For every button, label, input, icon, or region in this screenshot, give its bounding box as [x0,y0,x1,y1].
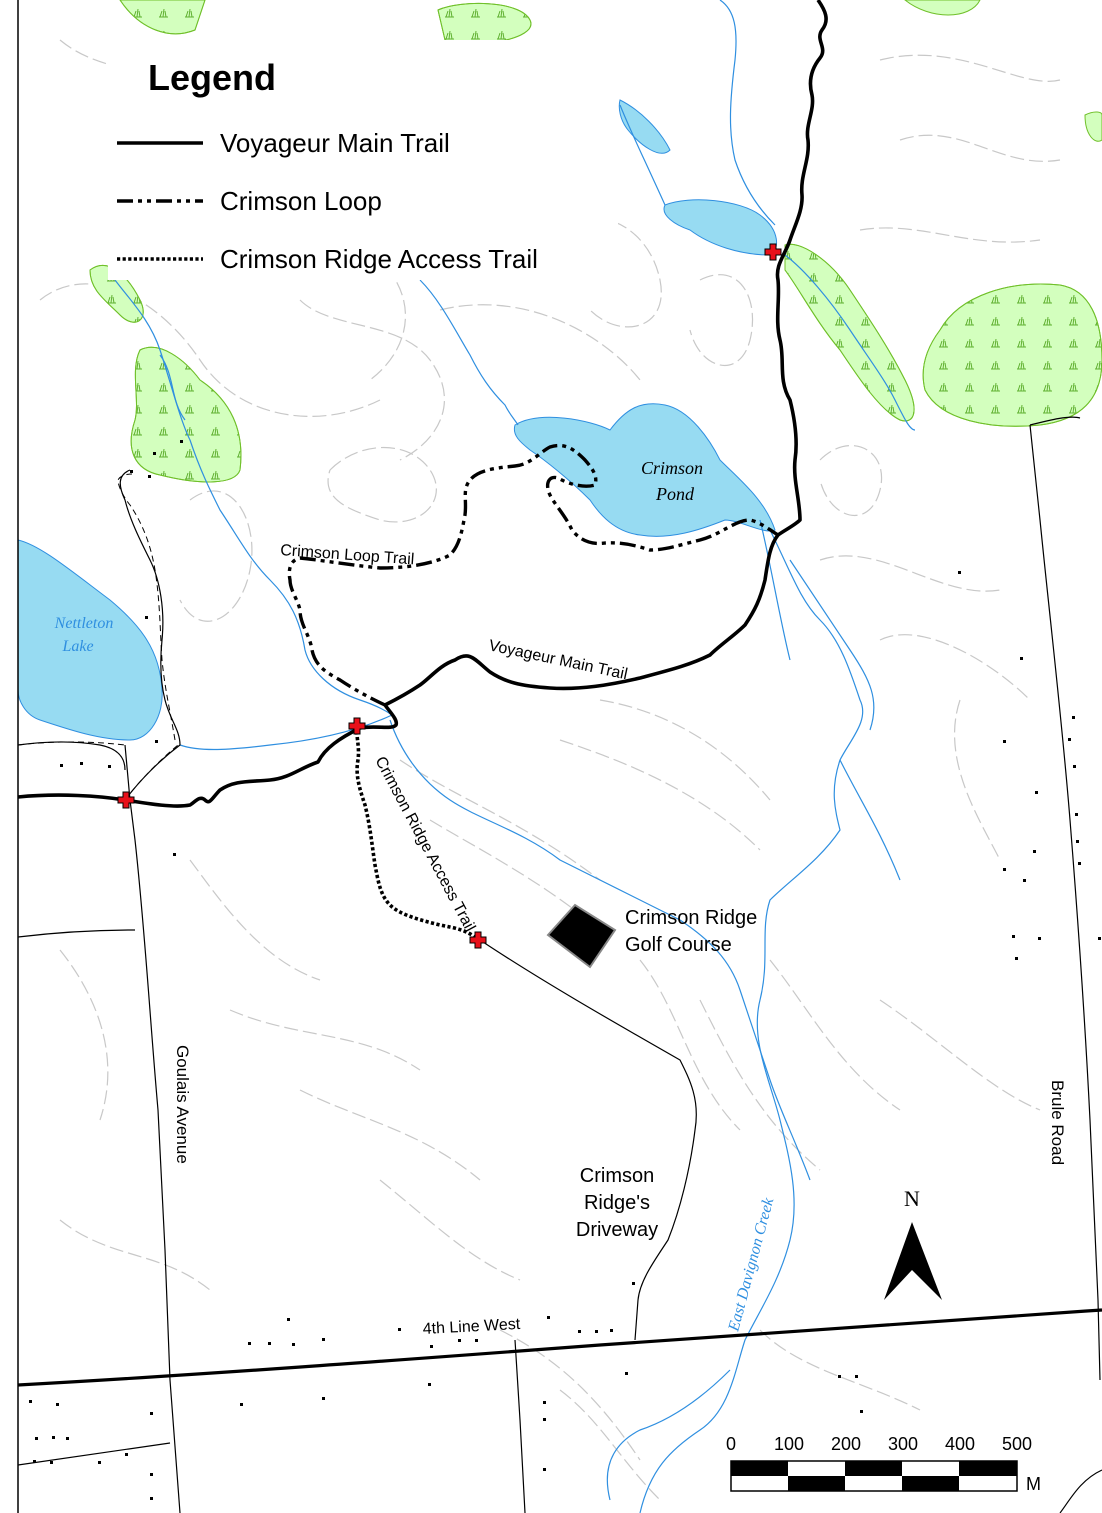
scale-tick-0: 0 [726,1434,736,1454]
marker-north [764,243,782,261]
driveway-label-2: Ridge's [584,1192,650,1214]
fourth-line-label: 4th Line West [422,1316,521,1338]
building-dots [29,440,1101,1500]
access-trail-label: Crimson Ridge Access Trail [371,754,478,935]
water-bodies [18,99,778,741]
crimson-pond-label-2: Pond [655,484,695,504]
north-label: N [904,1186,920,1211]
scale-tick-500: 500 [1002,1434,1032,1454]
nettleton-path [117,473,179,801]
north-arrow-icon [884,1222,942,1300]
legend-title: Legend [148,57,276,98]
scale-tick-100: 100 [774,1434,804,1454]
crimson-loop-trail [287,443,779,707]
driveway-label-3: Driveway [576,1219,658,1241]
marker-west [117,791,135,809]
driveway [479,939,697,1341]
scale-tick-300: 300 [888,1434,918,1454]
voyageur-main-trail [18,0,828,808]
nettleton-lake-label-1: Nettleton [54,615,114,632]
golf-course-label-2: Golf Course [625,934,732,956]
trailhead-markers [117,243,782,949]
scale-unit: M [1026,1474,1041,1494]
roads [18,416,1102,1513]
marker-golf [469,931,487,949]
legend-box [108,40,618,280]
driveway-label-1: Crimson [580,1165,654,1187]
legend-label-main-trail: Voyageur Main Trail [220,128,450,158]
north-arrow: N [884,1186,942,1300]
marker-junction [348,717,366,735]
golf-course-building [546,903,617,969]
scale-tick-200: 200 [831,1434,861,1454]
streams [114,0,916,1513]
legend: Legend Voyageur Main Trail Crimson Loop … [108,40,618,280]
creek-label: East Davignon Creek [725,1195,777,1334]
crimson-pond [513,403,776,537]
golf-course-label-1: Crimson Ridge [625,907,757,929]
scale-bar: 0 100 200 300 400 500 M [726,1434,1041,1494]
nettleton-lake-label-2: Lake [61,638,93,655]
crimson-pond-label-1: Crimson [641,458,703,478]
wetland-areas [89,0,1102,483]
goulais-avenue-label: Goulais Avenue [173,1045,192,1164]
scale-tick-400: 400 [945,1434,975,1454]
crimson-ridge-access-trail [355,725,480,942]
brule-road-label: Brule Road [1048,1080,1067,1165]
main-trail-label: Voyageur Main Trail [487,637,629,683]
nettleton-lake [18,539,163,741]
legend-label-access-trail: Crimson Ridge Access Trail [220,244,538,274]
brule-road [1029,424,1101,1381]
brule-road-top [1029,416,1081,426]
goulais-avenue [124,744,181,1513]
legend-label-crimson-loop: Crimson Loop [220,186,382,216]
fourth-line-west [18,1308,1102,1387]
